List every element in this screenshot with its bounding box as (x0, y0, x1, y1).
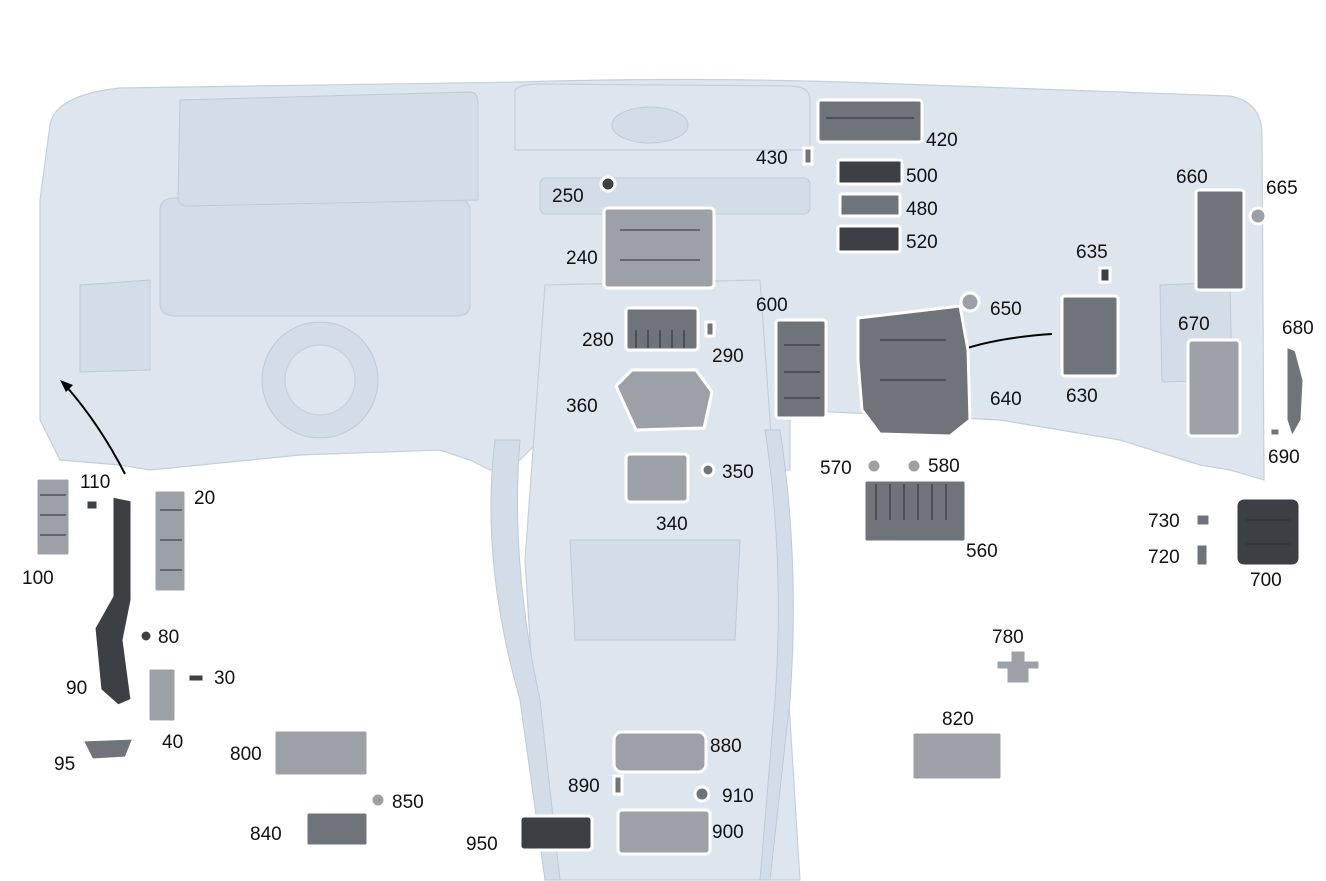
part-880 (612, 730, 708, 774)
part-950 (518, 814, 594, 852)
label-80: 80 (158, 627, 179, 648)
label-900: 900 (712, 822, 744, 843)
label-910: 910 (722, 786, 754, 807)
part-700 (1234, 496, 1302, 568)
part-labels: 20 30 40 80 90 95 100 110 240 250 280 29… (22, 130, 1314, 855)
label-890: 890 (568, 776, 600, 797)
part-290 (704, 320, 716, 338)
label-420: 420 (926, 130, 958, 151)
part-30 (186, 672, 206, 684)
part-800 (272, 728, 370, 778)
part-420 (816, 98, 924, 144)
part-240 (602, 206, 716, 290)
part-650 (959, 291, 981, 313)
part-350 (700, 462, 716, 478)
label-690: 690 (1268, 447, 1300, 468)
label-480: 480 (906, 199, 938, 220)
label-730: 730 (1148, 511, 1180, 532)
part-890 (612, 774, 624, 796)
part-635 (1098, 266, 1112, 284)
part-90 (92, 494, 134, 708)
pointer-arrow-left (65, 385, 126, 475)
part-630 (1060, 294, 1120, 378)
label-570: 570 (820, 458, 852, 479)
label-850: 850 (392, 792, 424, 813)
part-840 (304, 810, 370, 848)
label-30: 30 (214, 668, 235, 689)
label-430: 430 (756, 148, 788, 169)
part-730 (1194, 512, 1212, 528)
part-720 (1194, 542, 1210, 568)
label-635: 635 (1076, 242, 1108, 263)
part-640 (856, 304, 972, 438)
label-95: 95 (54, 754, 75, 775)
label-880: 880 (710, 736, 742, 757)
part-600 (774, 318, 828, 420)
label-110: 110 (80, 472, 110, 493)
label-280: 280 (582, 330, 614, 351)
label-560: 560 (966, 541, 998, 562)
part-910 (693, 785, 711, 803)
part-340 (624, 452, 690, 504)
label-90: 90 (66, 678, 87, 699)
label-340: 340 (656, 514, 688, 535)
label-500: 500 (906, 166, 938, 187)
label-100: 100 (22, 568, 54, 589)
part-430 (802, 146, 814, 166)
label-780: 780 (992, 627, 1024, 648)
part-280 (624, 306, 700, 352)
label-240: 240 (566, 248, 598, 269)
part-100 (34, 476, 72, 558)
part-850 (369, 791, 387, 809)
label-290: 290 (712, 346, 744, 367)
part-570 (865, 457, 883, 475)
label-640: 640 (990, 389, 1022, 410)
part-500 (836, 158, 904, 186)
part-40 (146, 666, 178, 724)
label-650: 650 (990, 299, 1022, 320)
part-660 (1194, 188, 1246, 292)
label-250: 250 (552, 186, 584, 207)
part-250 (599, 175, 617, 193)
label-680: 680 (1282, 318, 1314, 339)
label-840: 840 (250, 824, 282, 845)
arrowhead-left (60, 380, 73, 392)
part-110 (84, 498, 100, 512)
label-40: 40 (162, 732, 183, 753)
label-630: 630 (1066, 386, 1098, 407)
label-800: 800 (230, 744, 262, 765)
label-665: 665 (1266, 178, 1298, 199)
part-780 (994, 648, 1042, 686)
label-950: 950 (466, 834, 498, 855)
label-520: 520 (906, 232, 938, 253)
part-670 (1186, 338, 1242, 438)
label-820: 820 (942, 709, 974, 730)
part-80 (138, 628, 154, 644)
part-900 (616, 808, 712, 856)
label-660: 660 (1176, 167, 1208, 188)
label-350: 350 (722, 462, 754, 483)
part-820 (910, 730, 1004, 782)
part-95 (79, 736, 137, 762)
label-20: 20 (194, 488, 215, 509)
part-20 (152, 488, 188, 594)
label-360: 360 (566, 396, 598, 417)
part-680 (1284, 343, 1306, 442)
part-520 (836, 224, 902, 254)
label-580: 580 (928, 456, 960, 477)
part-360 (614, 368, 714, 432)
part-665 (1248, 206, 1268, 226)
part-480 (838, 192, 902, 218)
label-600: 600 (756, 295, 788, 316)
part-690 (1268, 426, 1282, 438)
label-670: 670 (1178, 314, 1210, 335)
part-580 (905, 457, 923, 475)
part-560 (862, 478, 968, 544)
label-720: 720 (1148, 547, 1180, 568)
label-700: 700 (1250, 570, 1282, 591)
